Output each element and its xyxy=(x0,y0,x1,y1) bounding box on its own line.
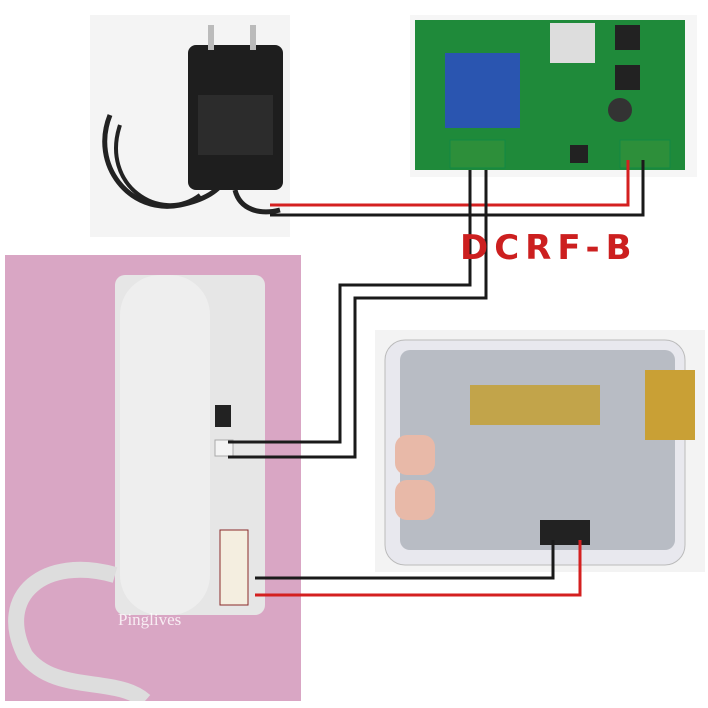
relay-board-photo xyxy=(410,15,697,177)
intercom-drawing xyxy=(8,275,265,701)
adapter-board-wires xyxy=(270,160,645,217)
phone-board-wires xyxy=(228,170,488,459)
relay-board-drawing xyxy=(415,20,685,170)
electric-lock-photo xyxy=(375,330,705,572)
power-adapter-photo xyxy=(90,15,290,237)
electric-lock-drawing xyxy=(384,339,695,566)
diagram-title: DCRF-B xyxy=(460,228,638,268)
intercom-handset-photo xyxy=(5,255,301,701)
watermark: Pinglives xyxy=(118,610,182,629)
phone-lock-wires xyxy=(255,540,582,597)
power-adapter-drawing xyxy=(102,25,283,215)
